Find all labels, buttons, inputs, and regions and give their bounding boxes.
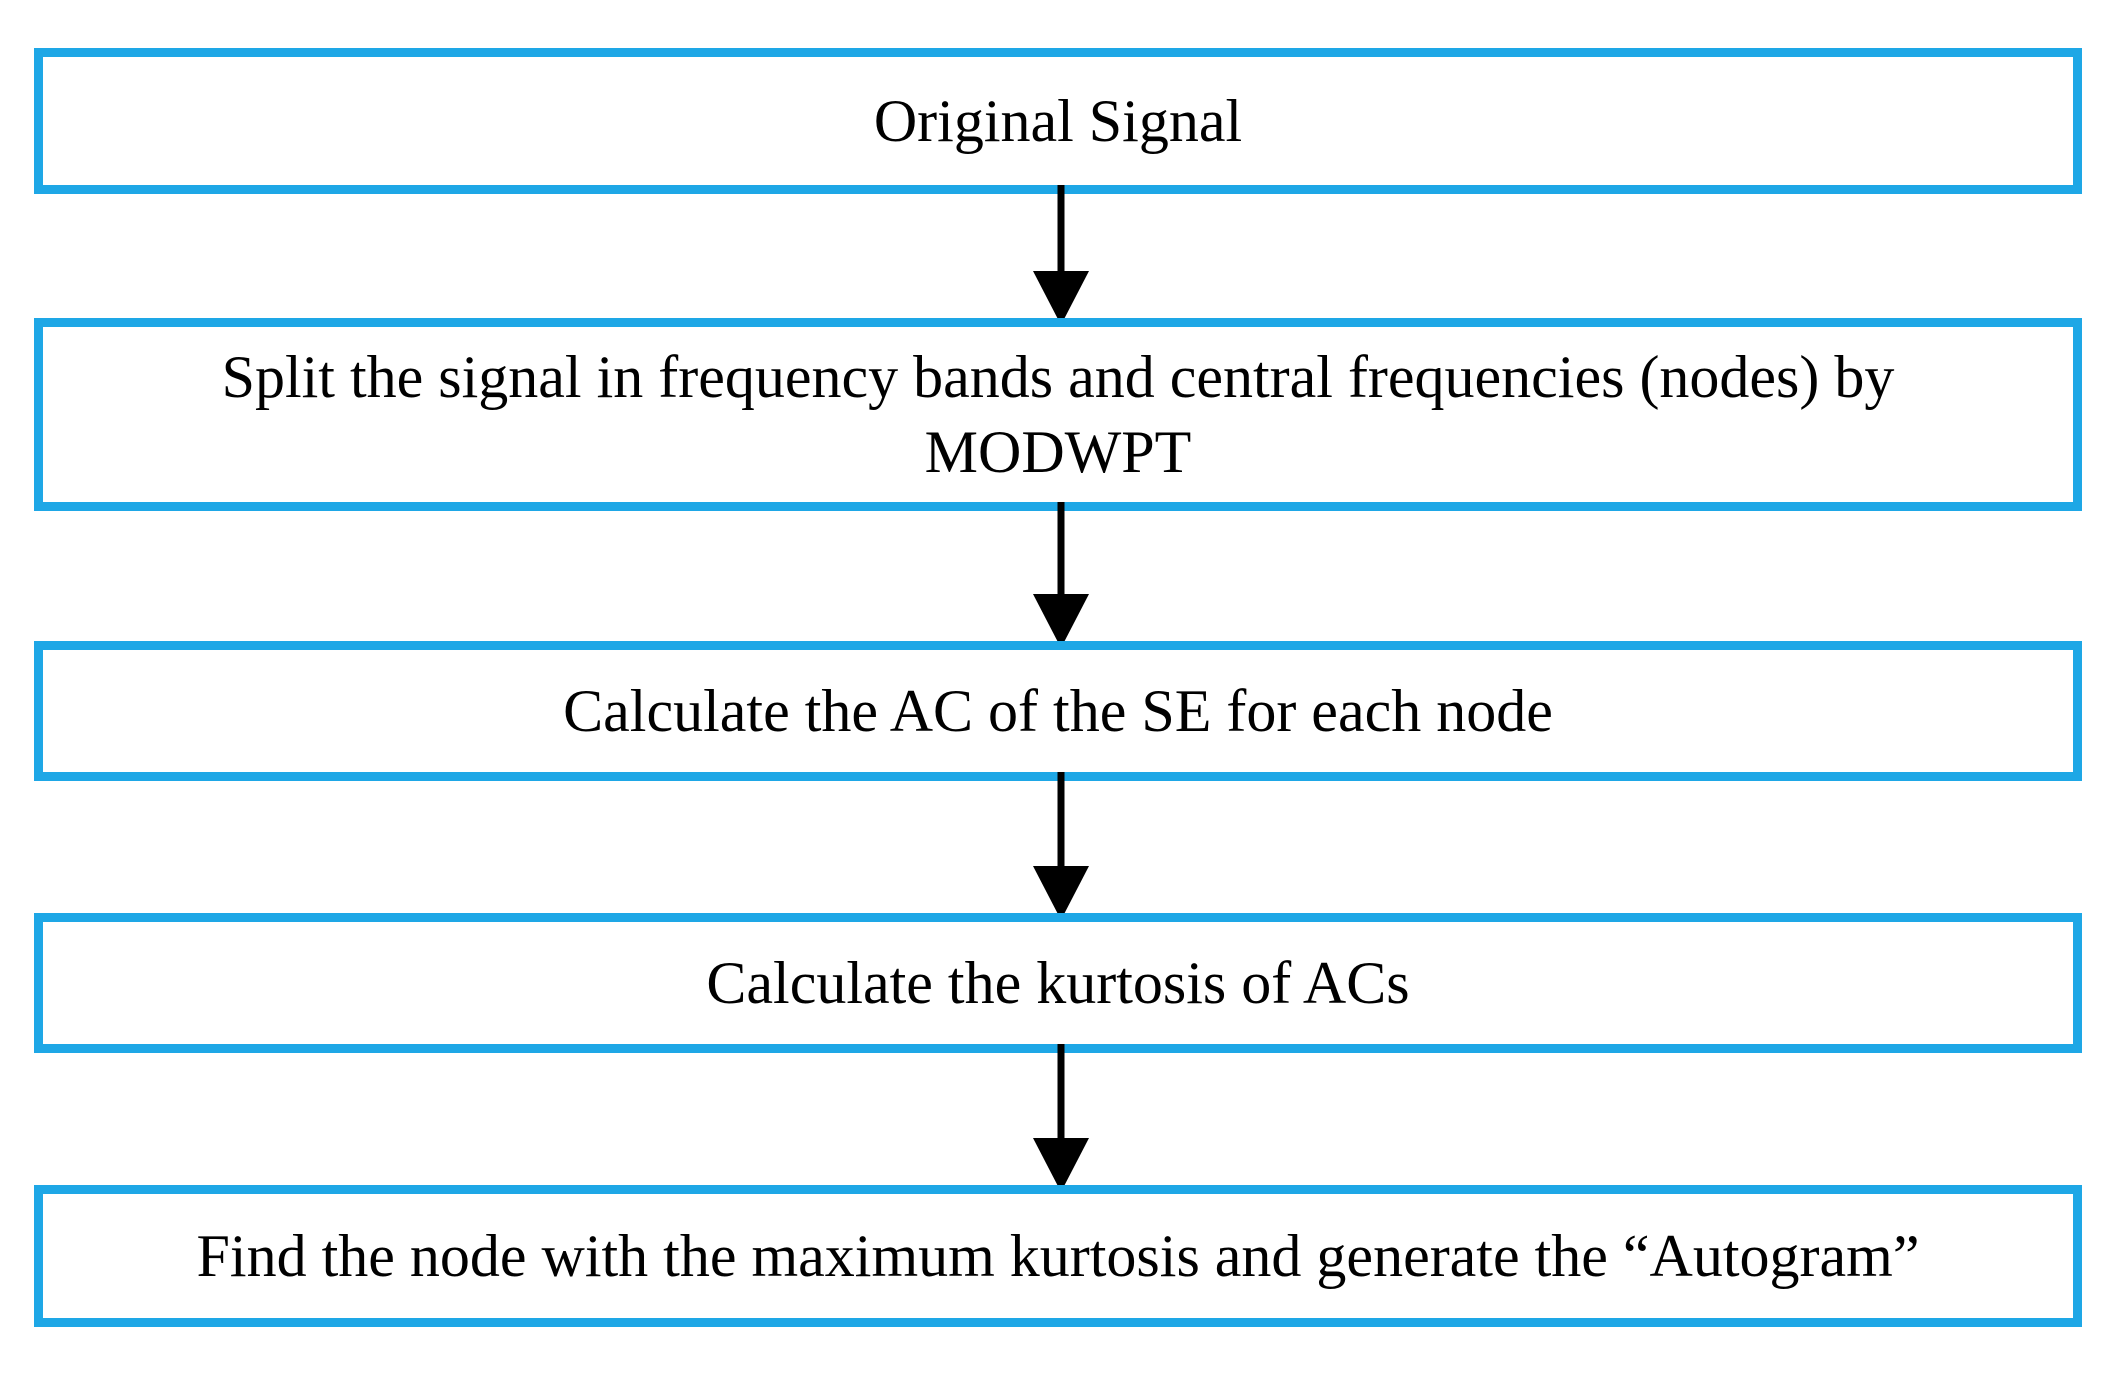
step-calculate-ac: Calculate the AC of the SE for each node (34, 641, 2082, 781)
step-label: Find the node with the maximum kurtosis … (196, 1222, 1920, 1289)
step-label: Calculate the AC of the SE for each node (563, 677, 1553, 744)
step-label: Calculate the kurtosis of ACs (706, 949, 1410, 1016)
step-label: Original Signal (873, 87, 1243, 154)
step-label: Split the signal in frequency bands and … (221, 343, 1895, 485)
arrow-down-icon (1031, 1044, 1091, 1192)
arrow-down-icon (1031, 185, 1091, 325)
arrow-down-icon (1031, 502, 1091, 648)
step-calculate-kurtosis: Calculate the kurtosis of ACs (34, 913, 2082, 1053)
step-find-max-kurtosis: Find the node with the maximum kurtosis … (34, 1185, 2082, 1327)
step-original-signal: Original Signal (34, 48, 2082, 194)
arrow-down-icon (1031, 772, 1091, 920)
step-split-signal-modwpt: Split the signal in frequency bands and … (34, 318, 2082, 511)
